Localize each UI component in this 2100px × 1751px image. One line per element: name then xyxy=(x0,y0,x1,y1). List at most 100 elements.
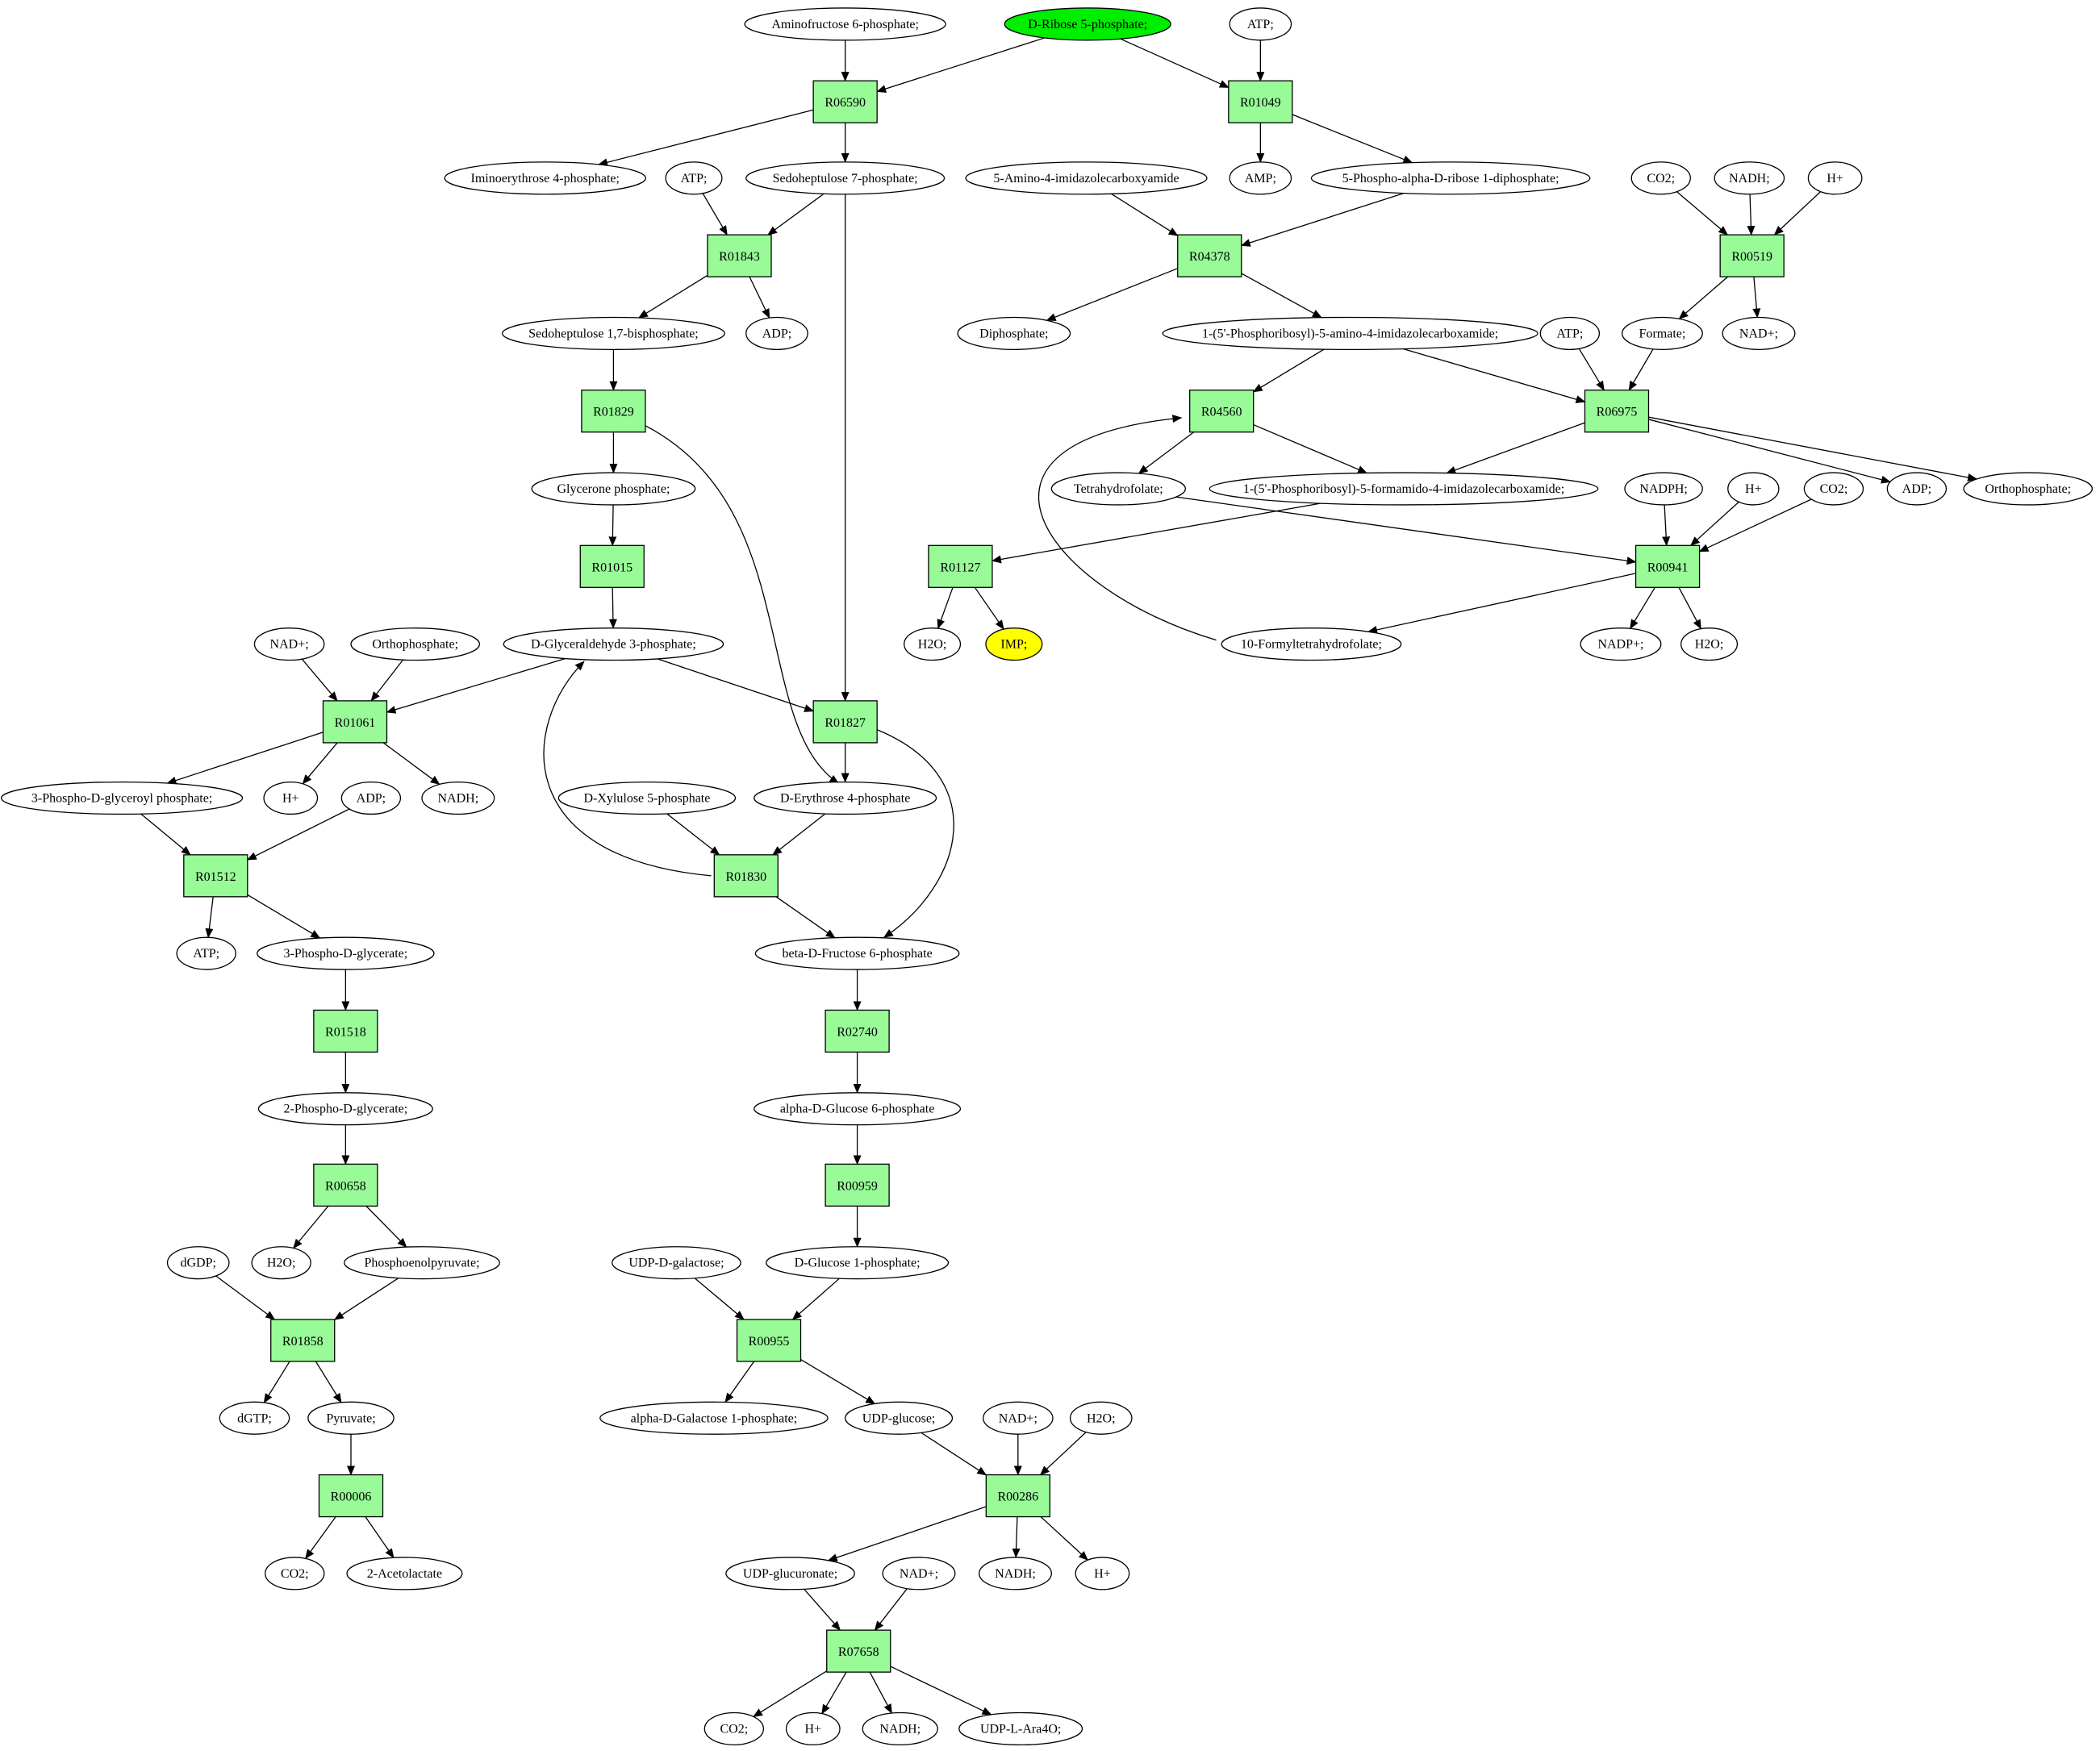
compound-node[interactable]: Formate; xyxy=(1621,316,1703,350)
reaction-node[interactable]: R06590 xyxy=(812,80,878,123)
compound-node[interactable]: NAD+; xyxy=(1722,316,1796,350)
compound-node[interactable]: 10-Formyltetrahydrofolate; xyxy=(1221,627,1402,661)
compound-node[interactable]: UDP-glucuronate; xyxy=(725,1557,855,1590)
reaction-box xyxy=(183,854,248,898)
compound-node[interactable]: 1-(5'-Phosphoribosyl)-5-amino-4-imidazol… xyxy=(1162,316,1538,350)
compound-node[interactable]: Orthophosphate; xyxy=(1963,472,2094,506)
reaction-node[interactable]: R00959 xyxy=(825,1163,890,1207)
compound-node[interactable]: H+ xyxy=(263,781,319,815)
compound-node[interactable]: Phosphoenolpyruvate; xyxy=(344,1246,500,1280)
reaction-node[interactable]: R06975 xyxy=(1584,390,1650,433)
compound-node[interactable]: CO2; xyxy=(265,1557,325,1590)
reaction-node[interactable]: R04560 xyxy=(1189,390,1255,433)
reaction-node[interactable]: R01015 xyxy=(579,544,645,588)
compound-node[interactable]: 5-Amino-4-imidazolecarboxyamide xyxy=(965,161,1208,195)
compound-node[interactable]: D-Glucose 1-phosphate; xyxy=(766,1246,950,1280)
compound-node[interactable]: alpha-D-Galactose 1-phosphate; xyxy=(599,1401,829,1435)
compound-node[interactable]: 2-Acetolactate xyxy=(346,1557,463,1590)
compound-node[interactable]: UDP-glucose; xyxy=(844,1401,954,1435)
reaction-node[interactable]: R01830 xyxy=(713,854,779,898)
compound-node[interactable]: H2O; xyxy=(1069,1401,1133,1435)
compound-node[interactable]: CO2; xyxy=(1803,472,1864,506)
compound-node[interactable]: NADH; xyxy=(1714,161,1785,195)
reaction-node[interactable]: R00286 xyxy=(985,1474,1050,1518)
compound-node[interactable]: NAD+; xyxy=(253,627,325,661)
reaction-node[interactable]: R01843 xyxy=(707,234,772,277)
compound-node[interactable]: 3-Phospho-D-glyceroyl phosphate; xyxy=(1,781,244,815)
compound-node[interactable]: H2O; xyxy=(904,627,962,661)
compound-node[interactable]: H+ xyxy=(1807,161,1863,195)
compound-node[interactable]: Orthophosphate; xyxy=(350,627,481,661)
compound-node[interactable]: H+ xyxy=(785,1711,841,1746)
reaction-node[interactable]: R01829 xyxy=(581,390,646,433)
reaction-node[interactable]: R02740 xyxy=(825,1009,890,1053)
compound-node[interactable]: 2-Phospho-D-glycerate; xyxy=(257,1092,433,1126)
compound-node[interactable]: D-Glyceraldehyde 3-phosphate; xyxy=(503,627,724,661)
reaction-node[interactable]: R01061 xyxy=(322,700,388,744)
compound-node[interactable]: NADH; xyxy=(862,1711,938,1746)
reaction-node[interactable]: R00955 xyxy=(736,1319,802,1362)
compound-node[interactable]: CO2; xyxy=(1630,161,1691,195)
compound-node[interactable]: dGTP; xyxy=(219,1401,290,1435)
reaction-node[interactable]: R01518 xyxy=(313,1009,378,1053)
compound-node[interactable]: 1-(5'-Phosphoribosyl)-5-formamido-4-imid… xyxy=(1209,472,1599,506)
compound-ellipse xyxy=(1004,7,1171,41)
compound-ellipse xyxy=(599,1401,829,1435)
compound-node[interactable]: NADH; xyxy=(979,1557,1052,1590)
compound-node[interactable]: NADH; xyxy=(421,781,495,815)
compound-node[interactable]: H2O; xyxy=(1680,627,1739,661)
reaction-node[interactable]: R00006 xyxy=(318,1474,384,1518)
compound-node[interactable]: Sedoheptulose 7-phosphate; xyxy=(745,161,946,195)
compound-node[interactable]: ATP; xyxy=(1229,7,1292,41)
compound-node[interactable]: ADP; xyxy=(1886,472,1948,506)
compound-node[interactable]: CO2; xyxy=(703,1711,765,1746)
reaction-node[interactable]: R01512 xyxy=(183,854,248,898)
edge-c_nadplus_r07658-to-R07658 xyxy=(874,1588,908,1631)
compound-node[interactable]: Iminoerythrose 4-phosphate; xyxy=(444,161,646,195)
compound-node[interactable]: ADP; xyxy=(745,316,808,350)
compound-node[interactable]: Pyruvate; xyxy=(307,1401,395,1435)
compound-node[interactable]: D-Xylulose 5-phosphate xyxy=(557,781,737,815)
compound-node[interactable]: UDP-D-galactose; xyxy=(612,1246,741,1280)
compound-node[interactable]: 3-Phospho-D-glycerate; xyxy=(257,936,435,970)
compound-node[interactable]: ADP; xyxy=(340,781,402,815)
compound-node[interactable]: D-Erythrose 4-phosphate xyxy=(754,781,937,815)
reaction-node[interactable]: R01127 xyxy=(928,544,993,588)
compound-node[interactable]: Aminofructose 6-phosphate; xyxy=(744,7,946,41)
compound-node[interactable]: IMP; xyxy=(985,627,1043,661)
reaction-node[interactable]: R07658 xyxy=(826,1629,891,1673)
compound-node[interactable]: Glycerone phosphate; xyxy=(531,472,696,506)
reaction-node[interactable]: R04378 xyxy=(1177,234,1242,277)
reaction-node[interactable]: R00941 xyxy=(1634,544,1701,588)
edge-R07658-to-c_h_r07658 xyxy=(821,1671,847,1715)
compound-node[interactable]: 5-Phospho-alpha-D-ribose 1-diphosphate; xyxy=(1310,161,1591,195)
reaction-node[interactable]: R01049 xyxy=(1228,80,1293,123)
reaction-node[interactable]: R00519 xyxy=(1719,234,1785,277)
compound-node[interactable]: Tetrahydrofolate; xyxy=(1050,472,1187,506)
compound-node[interactable]: ATP; xyxy=(176,936,236,970)
compound-node[interactable]: NAD+; xyxy=(882,1557,956,1590)
compound-node[interactable]: H2O; xyxy=(251,1246,311,1280)
compound-node[interactable]: Sedoheptulose 1,7-bisphosphate; xyxy=(501,316,725,350)
edge-c_erythrose4p-to-R01830 xyxy=(772,813,826,856)
compound-node[interactable]: UDP-L-Ara4O; xyxy=(958,1711,1083,1746)
compound-node[interactable]: H+ xyxy=(1727,472,1780,506)
reaction-label: R01518 xyxy=(325,1025,366,1039)
compound-node[interactable]: AMP; xyxy=(1229,161,1292,195)
reaction-node[interactable]: R00658 xyxy=(313,1163,378,1207)
compound-node[interactable]: NAD+; xyxy=(983,1401,1054,1435)
compound-label: ATP; xyxy=(681,172,708,186)
compound-node[interactable]: alpha-D-Glucose 6-phosphate xyxy=(754,1092,962,1126)
reaction-node[interactable]: R01858 xyxy=(270,1319,336,1362)
compound-node[interactable]: dGDP; xyxy=(166,1246,230,1280)
compound-node[interactable]: beta-D-Fructose 6-phosphate xyxy=(754,936,960,970)
compound-node[interactable]: ATP; xyxy=(1539,316,1601,350)
compound-node[interactable]: H+ xyxy=(1075,1557,1130,1590)
compound-node[interactable]: NADP+; xyxy=(1580,627,1662,661)
compound-node[interactable]: ATP; xyxy=(665,161,723,195)
reaction-label: R00955 xyxy=(749,1335,790,1349)
reaction-node[interactable]: R01827 xyxy=(812,700,878,744)
compound-node[interactable]: Diphosphate; xyxy=(957,316,1071,350)
compound-node[interactable]: NADPH; xyxy=(1624,472,1703,506)
compound-node[interactable]: D-Ribose 5-phosphate; xyxy=(1004,7,1171,41)
